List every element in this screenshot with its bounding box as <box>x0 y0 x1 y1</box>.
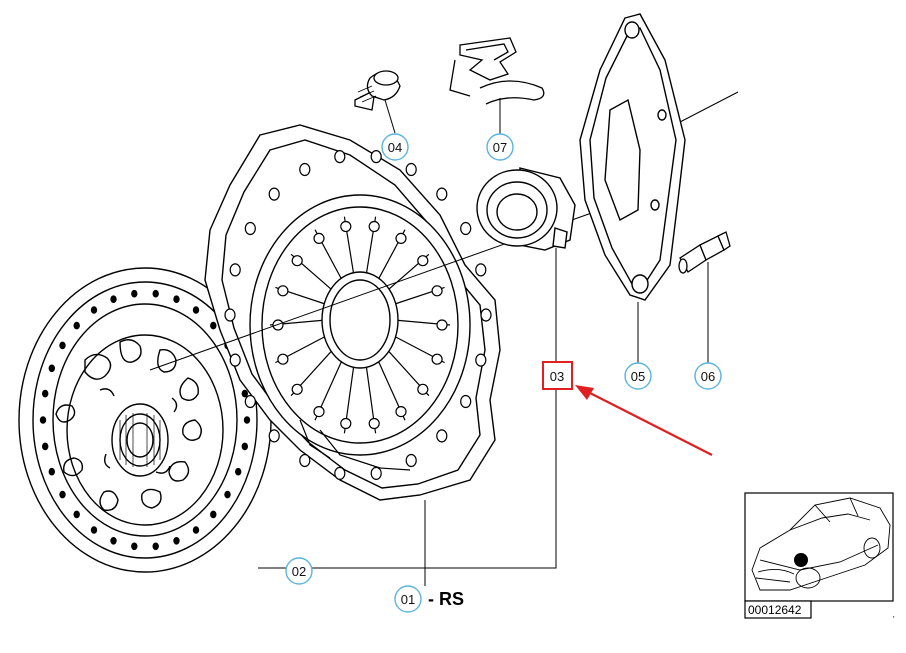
diaphragm-rivet <box>417 255 429 267</box>
highlight-arrow <box>575 385 713 456</box>
diaphragm-rivet <box>340 220 352 233</box>
location-marker-icon <box>794 553 808 567</box>
disc-rivet <box>210 321 217 330</box>
diaphragm-rivet <box>431 353 443 365</box>
plate-hole <box>229 353 241 367</box>
diaphragm-rivet <box>395 406 407 418</box>
leader-lines <box>258 98 709 586</box>
disc-rivet <box>73 510 80 519</box>
callout-label-04: 04 <box>388 140 402 155</box>
callout-06[interactable]: 06 <box>694 362 722 390</box>
disc-rivet <box>131 542 138 551</box>
corner-mark: ' <box>893 615 895 624</box>
disc-rivet <box>131 289 138 298</box>
disc-rivet <box>48 467 55 476</box>
release-bearing-03[interactable] <box>476 167 576 251</box>
diaphragm-rivet <box>395 232 407 244</box>
disc-rivet <box>110 537 117 545</box>
plate-hole <box>405 162 417 177</box>
callout-label-06: 06 <box>701 369 715 384</box>
dowel-pin-06[interactable] <box>678 231 731 274</box>
disc-rivet <box>224 490 231 499</box>
disc-rivet <box>241 389 248 398</box>
disc-rivet <box>210 510 217 519</box>
pressure-plate[interactable] <box>204 124 501 501</box>
disc-rivet <box>192 306 200 314</box>
bolt-04[interactable] <box>354 70 401 111</box>
callout-02[interactable]: 02 <box>285 557 313 585</box>
plate-hole <box>229 263 241 277</box>
diaphragm-rivet <box>291 255 303 267</box>
disc-rivet <box>152 289 159 298</box>
callout-label-02: 02 <box>292 564 306 579</box>
diaphragm-rivet <box>340 417 352 430</box>
disc-rivet <box>59 490 66 499</box>
callout-label-07: 07 <box>493 140 507 155</box>
disc-rivet <box>73 321 80 330</box>
plate-hole <box>224 308 236 322</box>
disc-rivet <box>243 416 251 424</box>
disc-rivet <box>110 295 117 304</box>
disc-rivet <box>173 537 180 545</box>
diaphragm-rivet <box>277 285 289 297</box>
plate-hole <box>268 429 280 443</box>
disc-rivet <box>90 306 98 314</box>
retaining-clip-07[interactable] <box>449 37 545 105</box>
clutch-disc[interactable] <box>18 267 272 573</box>
diaphragm-rivet <box>436 319 448 331</box>
disc-rivet <box>152 542 159 551</box>
plate-hole <box>334 150 346 164</box>
plate-hole <box>405 453 417 468</box>
disc-rivet <box>48 364 55 373</box>
disc-rivet <box>192 526 200 534</box>
disc-rivet <box>42 389 49 398</box>
image-number: 00012642 <box>748 603 802 617</box>
plate-hole <box>460 394 472 409</box>
callout-01[interactable]: 01 <box>394 585 422 613</box>
plate-hole <box>370 150 382 164</box>
diaphragm-rivet <box>431 285 443 297</box>
vehicle-thumbnail[interactable]: 00012642 <box>744 492 894 619</box>
callout-label-05: 05 <box>631 369 645 384</box>
plate-hole <box>480 308 492 322</box>
disc-rivet <box>59 341 66 350</box>
guide-plate-05[interactable] <box>579 13 686 301</box>
disc-rivet <box>235 467 242 476</box>
plate-hole <box>436 429 448 443</box>
disc-rivet <box>90 526 98 534</box>
callout-05[interactable]: 05 <box>624 362 652 390</box>
plate-hole <box>299 162 311 177</box>
diaphragm-rivet <box>277 353 289 365</box>
diaphragm-rivet <box>313 406 325 418</box>
diaphragm-rivet <box>291 383 303 395</box>
callout-label-01: 01 <box>401 592 415 607</box>
plate-hole <box>460 221 472 236</box>
plate-hole <box>268 187 280 201</box>
callout-07[interactable]: 07 <box>486 133 514 161</box>
assembly-axis-line-end <box>679 91 739 123</box>
diaphragm-rivet <box>313 232 325 244</box>
plate-hole <box>475 353 487 367</box>
disc-rivet <box>173 295 180 304</box>
plate-hole <box>436 187 448 201</box>
plate-hole <box>244 394 256 409</box>
diaphragm-rivet <box>368 417 380 430</box>
diaphragm-rivet <box>417 383 429 395</box>
callout-04[interactable]: 04 <box>381 133 409 161</box>
callout-03[interactable]: 03 <box>542 361 573 390</box>
disc-rivet <box>42 442 49 451</box>
plate-hole <box>475 263 487 277</box>
plate-hole <box>244 221 256 236</box>
disc-rivet <box>39 416 47 424</box>
diaphragm-rivet <box>368 220 380 233</box>
variant-suffix: - RS <box>428 589 464 609</box>
plate-hole <box>299 453 311 468</box>
callout-label-03: 03 <box>550 369 564 384</box>
plate-hole <box>334 466 346 480</box>
disc-rivet <box>241 442 248 451</box>
plate-hole <box>370 466 382 480</box>
car-outline-icon <box>751 497 891 591</box>
